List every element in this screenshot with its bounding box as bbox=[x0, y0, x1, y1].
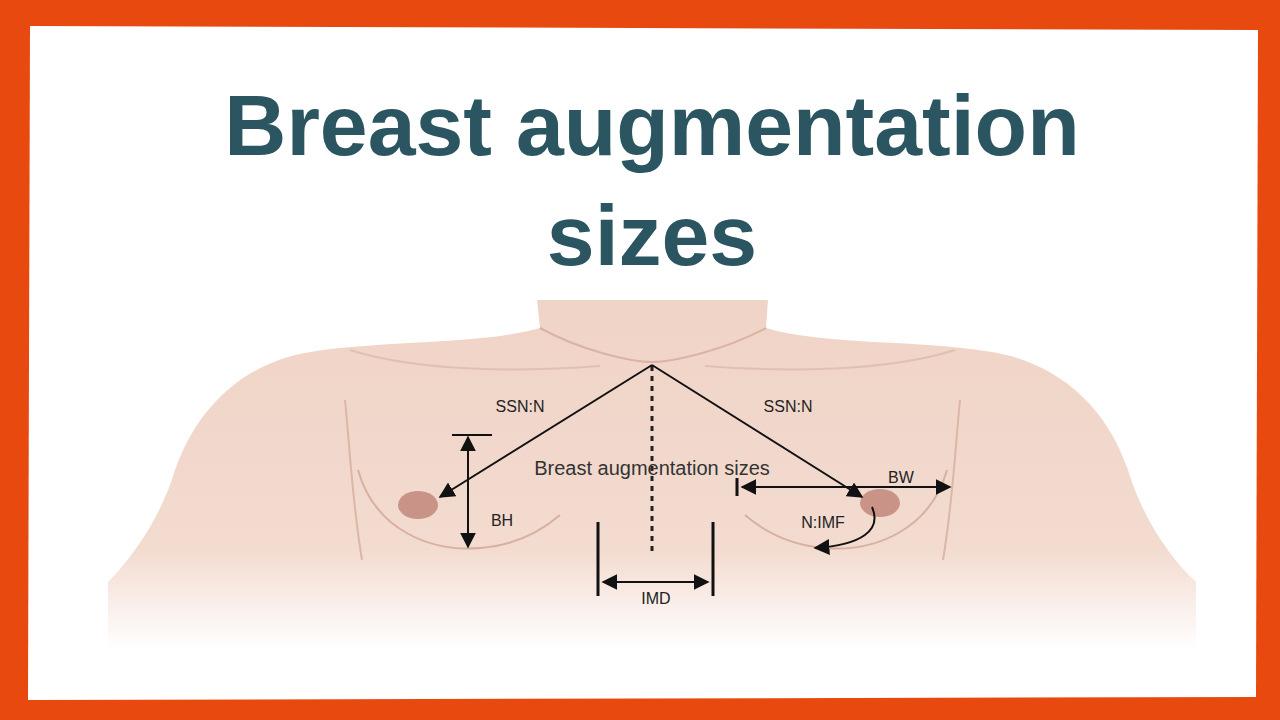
imd-arrow bbox=[603, 581, 708, 583]
areola bbox=[860, 489, 900, 517]
bh-arrow bbox=[467, 437, 469, 547]
areola bbox=[398, 491, 438, 519]
arm-crease bbox=[345, 400, 362, 560]
collarbone-line bbox=[540, 328, 766, 362]
breast-contour bbox=[745, 470, 947, 548]
arm-crease bbox=[943, 400, 960, 560]
measure-label: N:IMF bbox=[801, 514, 845, 532]
measure-label: IMD bbox=[641, 590, 670, 608]
breast-contour bbox=[358, 470, 560, 548]
imd-bar bbox=[597, 522, 600, 596]
torso-shape bbox=[108, 300, 1196, 650]
imd-bar bbox=[712, 522, 715, 596]
bw-arrow bbox=[742, 486, 950, 488]
bw-tick bbox=[736, 478, 739, 496]
clavicle-shade bbox=[350, 350, 600, 369]
measure-label: BW bbox=[888, 469, 914, 487]
white-panel bbox=[28, 26, 1258, 700]
measure-label: BH bbox=[491, 512, 513, 530]
page-title: Breast augmentation sizes bbox=[152, 70, 1152, 290]
watermark-text: Breast augmentation sizes bbox=[534, 457, 770, 479]
measure-label: SSN:N bbox=[496, 398, 545, 416]
clavicle-shade bbox=[705, 350, 955, 369]
measure-label: SSN:N bbox=[764, 398, 813, 416]
bh-tick bbox=[452, 434, 492, 436]
